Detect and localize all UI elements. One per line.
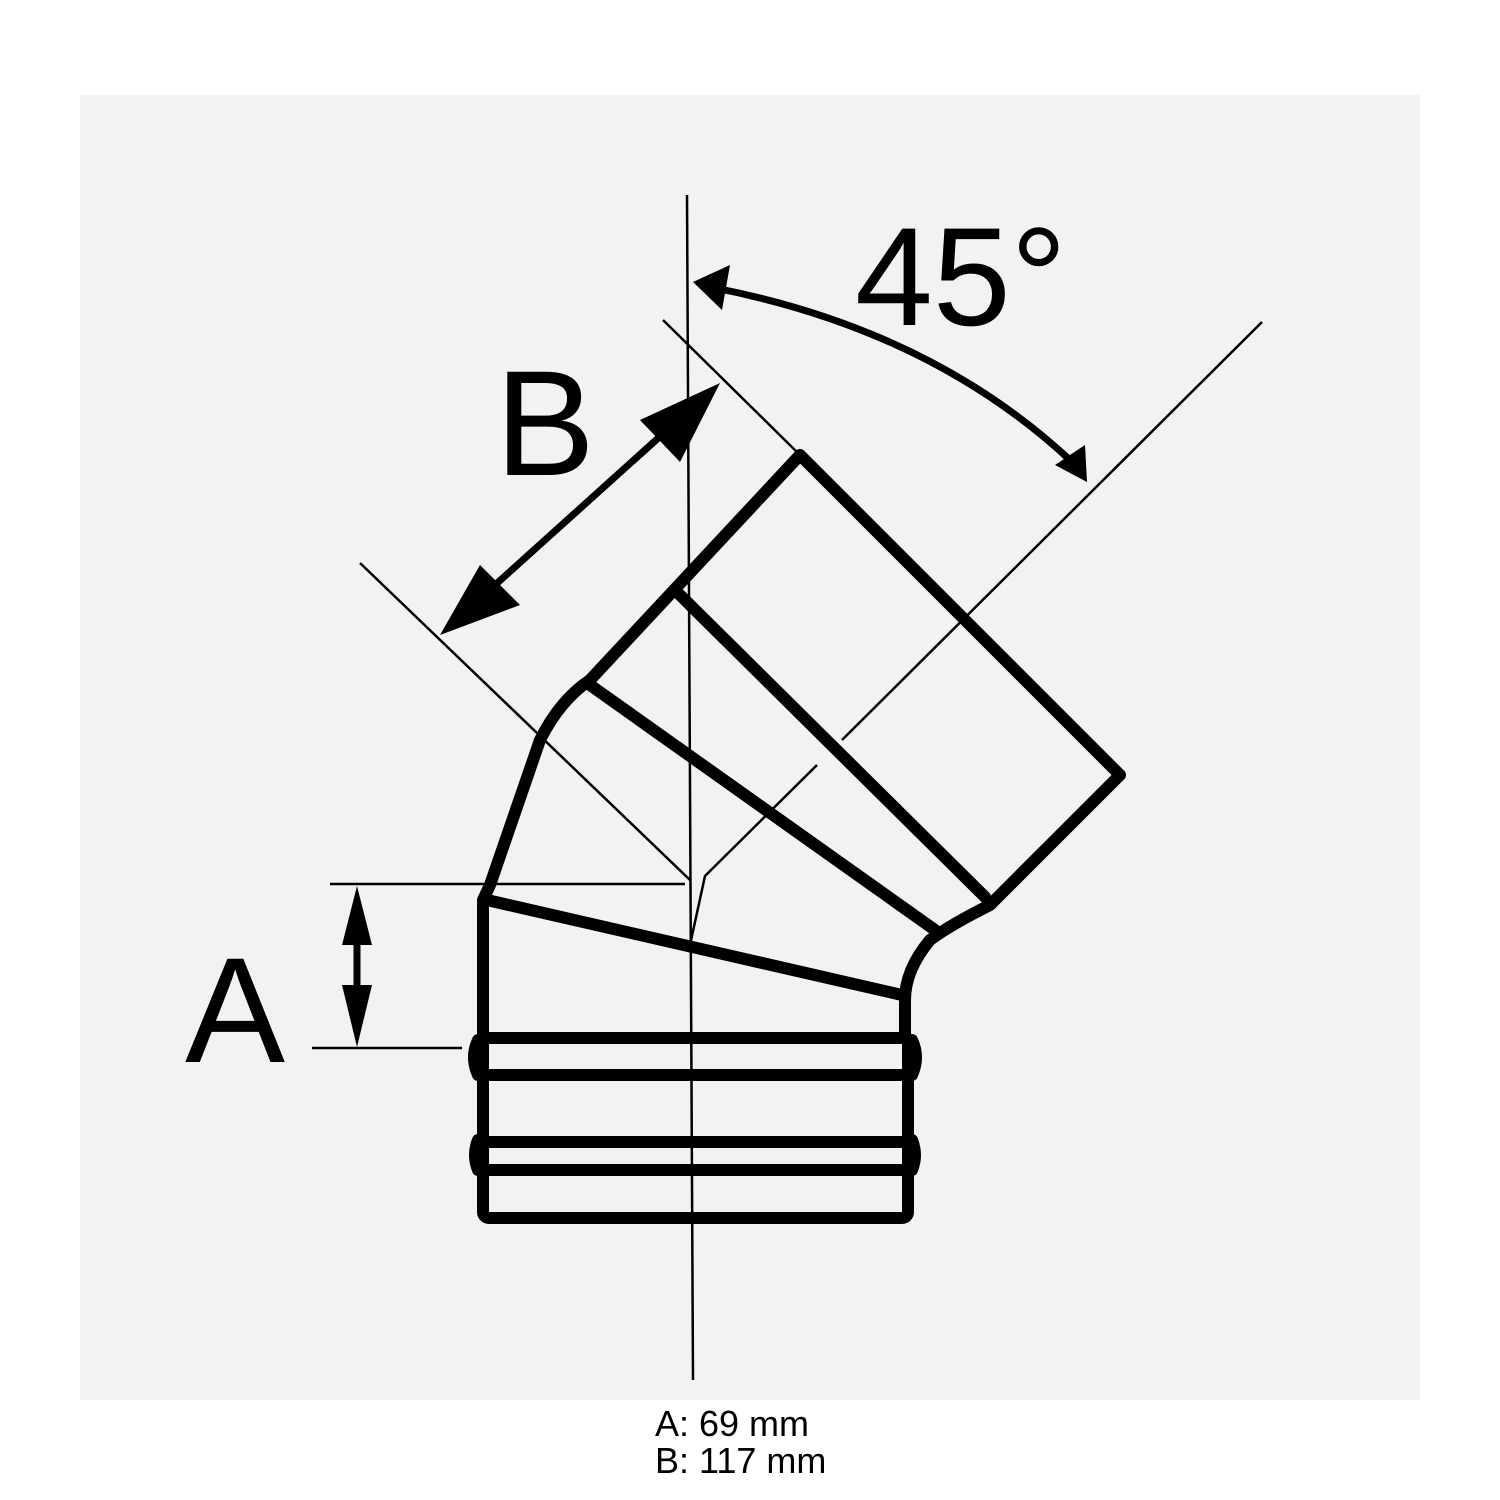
label-a: A bbox=[185, 926, 285, 1094]
dimension-a-caption: A: 69 mm bbox=[655, 1403, 810, 1444]
b-extension-upper bbox=[662, 319, 801, 456]
label-b: B bbox=[495, 339, 595, 507]
label-angle: 45° bbox=[855, 198, 1067, 355]
segment-joint-3 bbox=[674, 589, 991, 903]
segment-joint-2 bbox=[584, 679, 941, 936]
b-arrow-lower bbox=[440, 565, 520, 635]
vertical-axis bbox=[685, 194, 695, 1381]
upper-axis-lower bbox=[688, 764, 818, 946]
bottom-collar bbox=[468, 1032, 922, 1224]
b-arrow-upper bbox=[640, 383, 720, 462]
a-arrow-bottom bbox=[342, 985, 372, 1047]
diagram-background bbox=[80, 95, 1420, 1400]
b-dimension-line bbox=[462, 402, 698, 615]
a-arrow-top bbox=[342, 886, 372, 945]
angle-arc bbox=[714, 284, 1073, 463]
angle-arrow-start bbox=[693, 265, 730, 310]
angle-arrow-end bbox=[1055, 445, 1087, 482]
dimension-b-caption: B: 117 mm bbox=[655, 1440, 827, 1481]
upper-axis bbox=[841, 321, 1263, 741]
b-extension-lower bbox=[359, 562, 691, 881]
elbow-outline bbox=[477, 449, 1126, 1044]
segment-joint-1 bbox=[481, 894, 908, 1001]
